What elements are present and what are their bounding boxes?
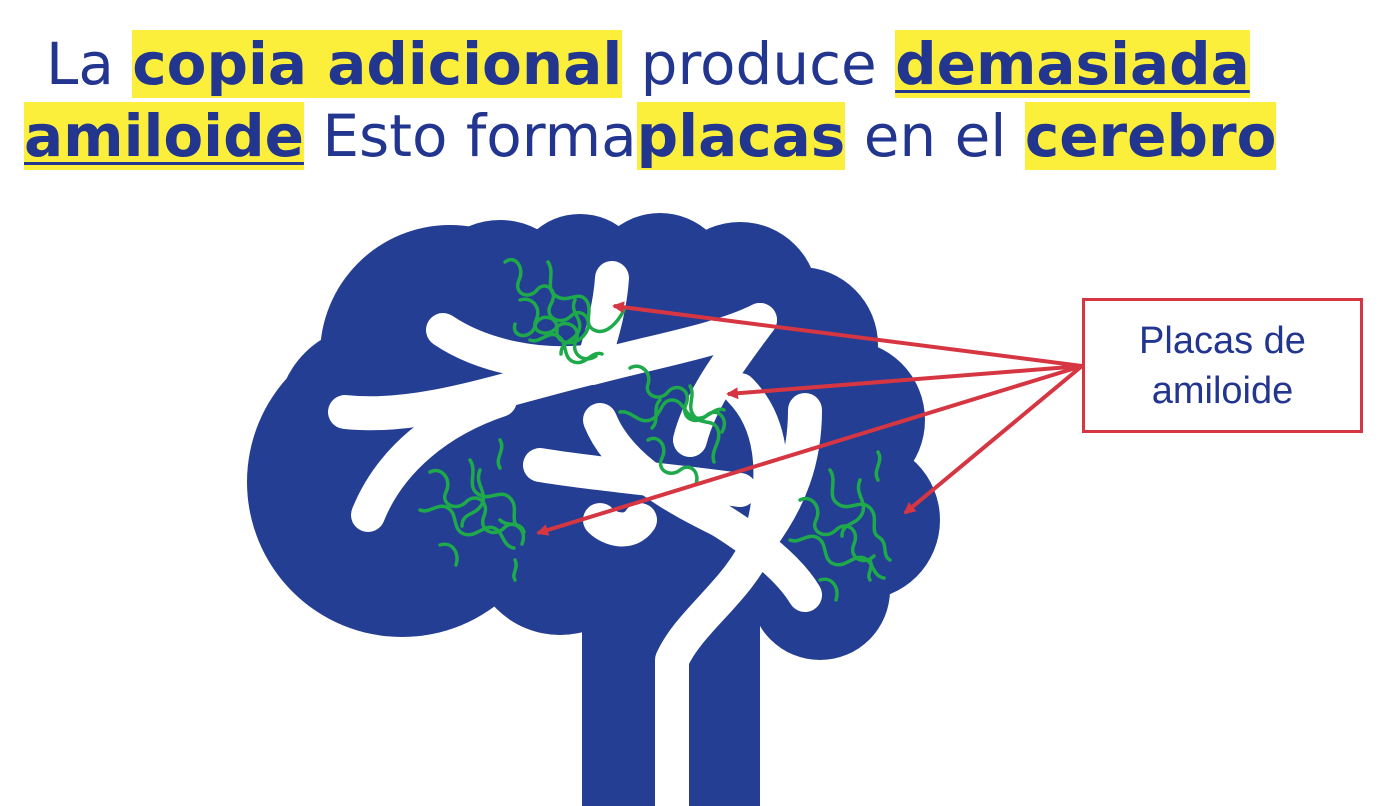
- arrow-to-top-plaque: [612, 301, 1083, 368]
- arrow-to-right-plaque: [903, 364, 1084, 515]
- title-text-produce: produce: [622, 30, 896, 98]
- amyloid-plaque-icon: [788, 450, 892, 602]
- amyloid-plaque-icon: [618, 364, 727, 486]
- title-highlight-placas: placas: [636, 102, 846, 170]
- arrow-to-center-plaque: [726, 364, 1083, 400]
- title-text-la: La: [46, 30, 133, 98]
- title-highlight-copia-adicional: copia adicional: [132, 30, 623, 98]
- title-line-1: La copia adicional produce demasiada: [46, 28, 1250, 100]
- amyloid-plaque-icon: [503, 258, 626, 365]
- brain-sulci: [328, 261, 822, 806]
- title-highlight-amiloide: amiloide: [24, 102, 304, 170]
- arrow-to-left-plaque: [536, 364, 1083, 536]
- callout-box: Placas de amiloide: [1082, 298, 1363, 433]
- callout-arrows: [536, 301, 1084, 536]
- title-line-2: amiloide Esto formaplacas en el cerebro: [24, 100, 1277, 172]
- amyloid-plaque-icon: [418, 438, 526, 582]
- title-text-esto-forma: Esto forma: [303, 102, 637, 170]
- page-title: La copia adicional produce demasiada ami…: [0, 0, 1384, 190]
- title-highlight-demasiada: demasiada: [895, 30, 1250, 98]
- title-text-en-el: en el: [845, 102, 1025, 170]
- title-highlight-cerebro: cerebro: [1024, 102, 1277, 170]
- callout-label: Placas de amiloide: [1139, 319, 1306, 412]
